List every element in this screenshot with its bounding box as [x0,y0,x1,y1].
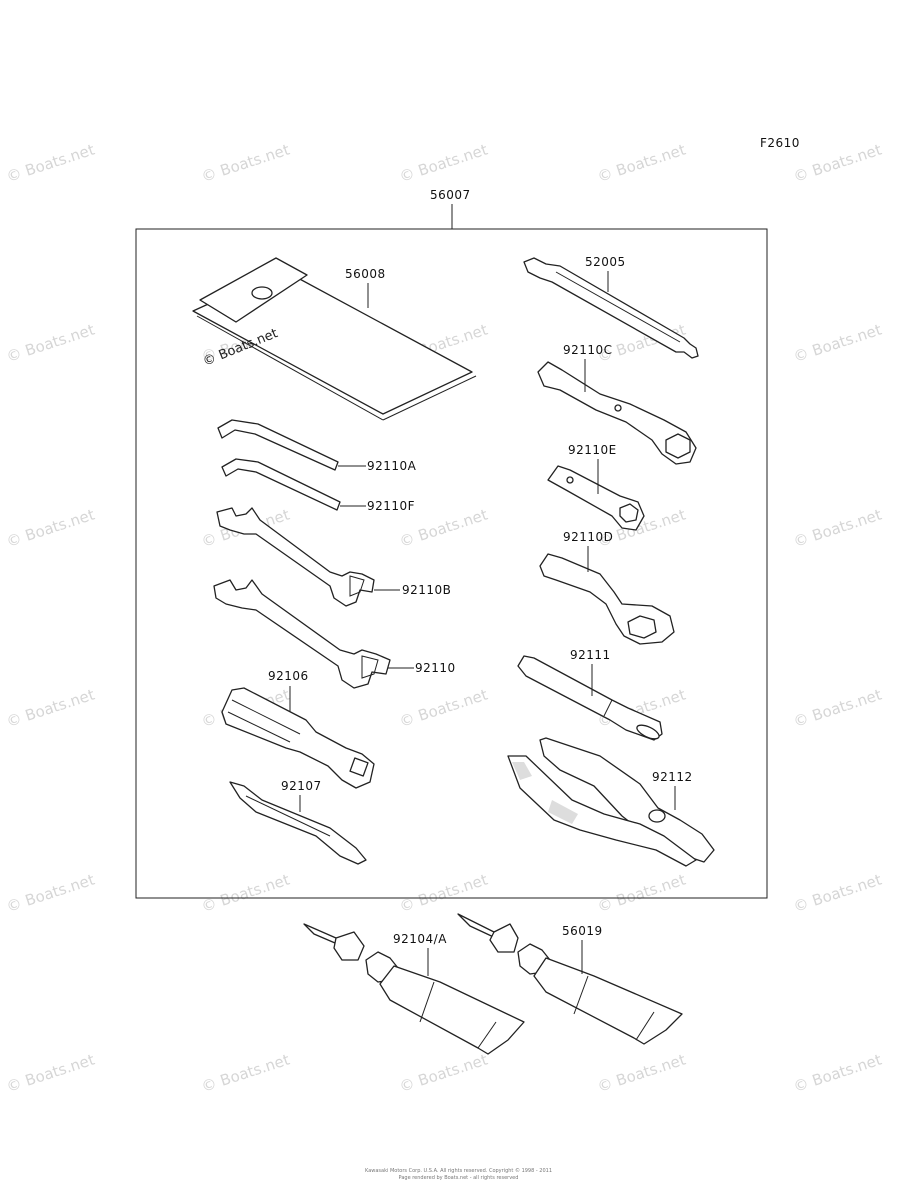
assembly-frame [135,228,768,899]
label-92110D[interactable]: 92110D [563,530,613,544]
label-92110F[interactable]: 92110F [367,499,415,513]
open-end-wrench-small[interactable] [216,507,375,607]
label-56019[interactable]: 56019 [562,924,603,938]
watermark: © Boats.net [199,1050,292,1095]
watermark: © Boats.net [4,870,97,915]
watermark: © Boats.net [791,320,884,365]
hex-key-large[interactable] [217,419,339,471]
label-92104-A[interactable]: 92104/A [393,932,447,946]
figure-code: F2610 [760,136,800,150]
label-92110A[interactable]: 92110A [367,459,417,473]
spark-plug-wrench[interactable] [537,361,697,465]
watermark: © Boats.net [4,320,97,365]
watermark: © Boats.net [4,685,97,730]
watermark: © Boats.net [791,505,884,550]
label-92110[interactable]: 92110 [415,661,456,675]
watermark: © Boats.net [4,1050,97,1095]
label-52005[interactable]: 52005 [585,255,626,269]
sealant-tube[interactable] [457,913,683,1045]
watermark: © Boats.net [791,1050,884,1095]
hex-key-small[interactable] [221,458,341,511]
label-92110C[interactable]: 92110C [563,343,613,357]
extension-bar[interactable] [523,257,699,359]
label-92112[interactable]: 92112 [652,770,693,784]
watermark: © Boats.net [4,505,97,550]
copyright-footer: Kawasaki Motors Corp. U.S.A. All rights … [365,1168,552,1174]
watermark: © Boats.net [199,870,292,915]
ring-spanner[interactable] [539,553,675,645]
watermark: © Boats.net [791,685,884,730]
page-note-footer: Page rendered by Boats.net - all rights … [398,1175,519,1181]
watermark: © Boats.net [397,685,490,730]
pliers[interactable] [507,737,715,867]
watermark: © Boats.net [595,140,688,185]
label-92110B[interactable]: 92110B [402,583,451,597]
watermark: © Boats.net [595,1050,688,1095]
watermark: © Boats.net [397,1050,490,1095]
label-56008[interactable]: 56008 [345,267,386,281]
open-end-wrench-large[interactable] [213,579,391,689]
screwdriver-handle[interactable] [221,687,375,789]
grease-tube[interactable] [303,923,525,1055]
label-56007[interactable]: 56007 [430,188,471,202]
watermark: © Boats.net [397,870,490,915]
label-92110E[interactable]: 92110E [568,443,617,457]
screwdriver-bit[interactable] [229,781,367,865]
watermark: © Boats.net [791,140,884,185]
watermark: © Boats.net [199,140,292,185]
watermark: © Boats.net [791,870,884,915]
watermark: © Boats.net [595,870,688,915]
watermark: © Boats.net [4,140,97,185]
box-wrench-short[interactable] [547,465,645,531]
watermark: © Boats.net [397,140,490,185]
label-92106[interactable]: 92106 [268,669,309,683]
tommy-bar[interactable] [517,655,663,742]
label-92111[interactable]: 92111 [570,648,611,662]
label-92107[interactable]: 92107 [281,779,322,793]
